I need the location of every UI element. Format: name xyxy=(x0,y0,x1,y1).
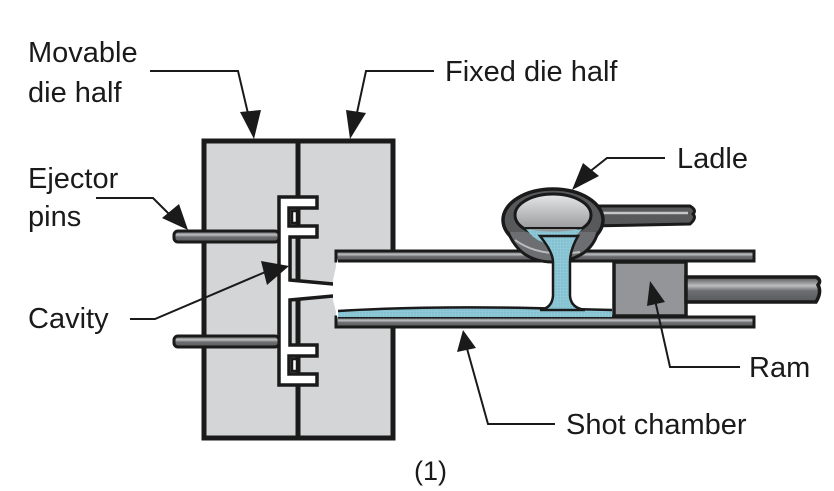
label-ladle: Ladle xyxy=(677,143,748,175)
label-ram: Ram xyxy=(749,352,810,384)
ram-rod xyxy=(684,275,822,304)
cavity xyxy=(277,195,338,387)
label-shot-chamber: Shot chamber xyxy=(566,409,747,441)
label-cavity: Cavity xyxy=(28,303,109,335)
leader-movable-die-half xyxy=(150,70,261,139)
molten-metal-stream xyxy=(537,234,586,312)
ejector-pin-lower xyxy=(172,334,281,349)
leader-shot-chamber xyxy=(457,330,555,425)
label-ejector-pins-line1: Ejector xyxy=(28,163,119,195)
ejector-pin-upper xyxy=(172,229,281,244)
label-movable-die-half-line2: die half xyxy=(28,77,122,109)
label-fixed-die-half: Fixed die half xyxy=(445,56,618,88)
figure-caption: (1) xyxy=(414,456,447,486)
leader-cavity xyxy=(130,261,289,320)
leader-fixed-die-half xyxy=(346,70,434,139)
leader-ram xyxy=(647,281,740,368)
label-ejector-pins-line2: pins xyxy=(28,201,81,233)
leader-ejector-pins xyxy=(96,197,188,230)
leader-ladle xyxy=(572,157,665,190)
label-movable-die-half-line1: Movable xyxy=(28,37,138,69)
